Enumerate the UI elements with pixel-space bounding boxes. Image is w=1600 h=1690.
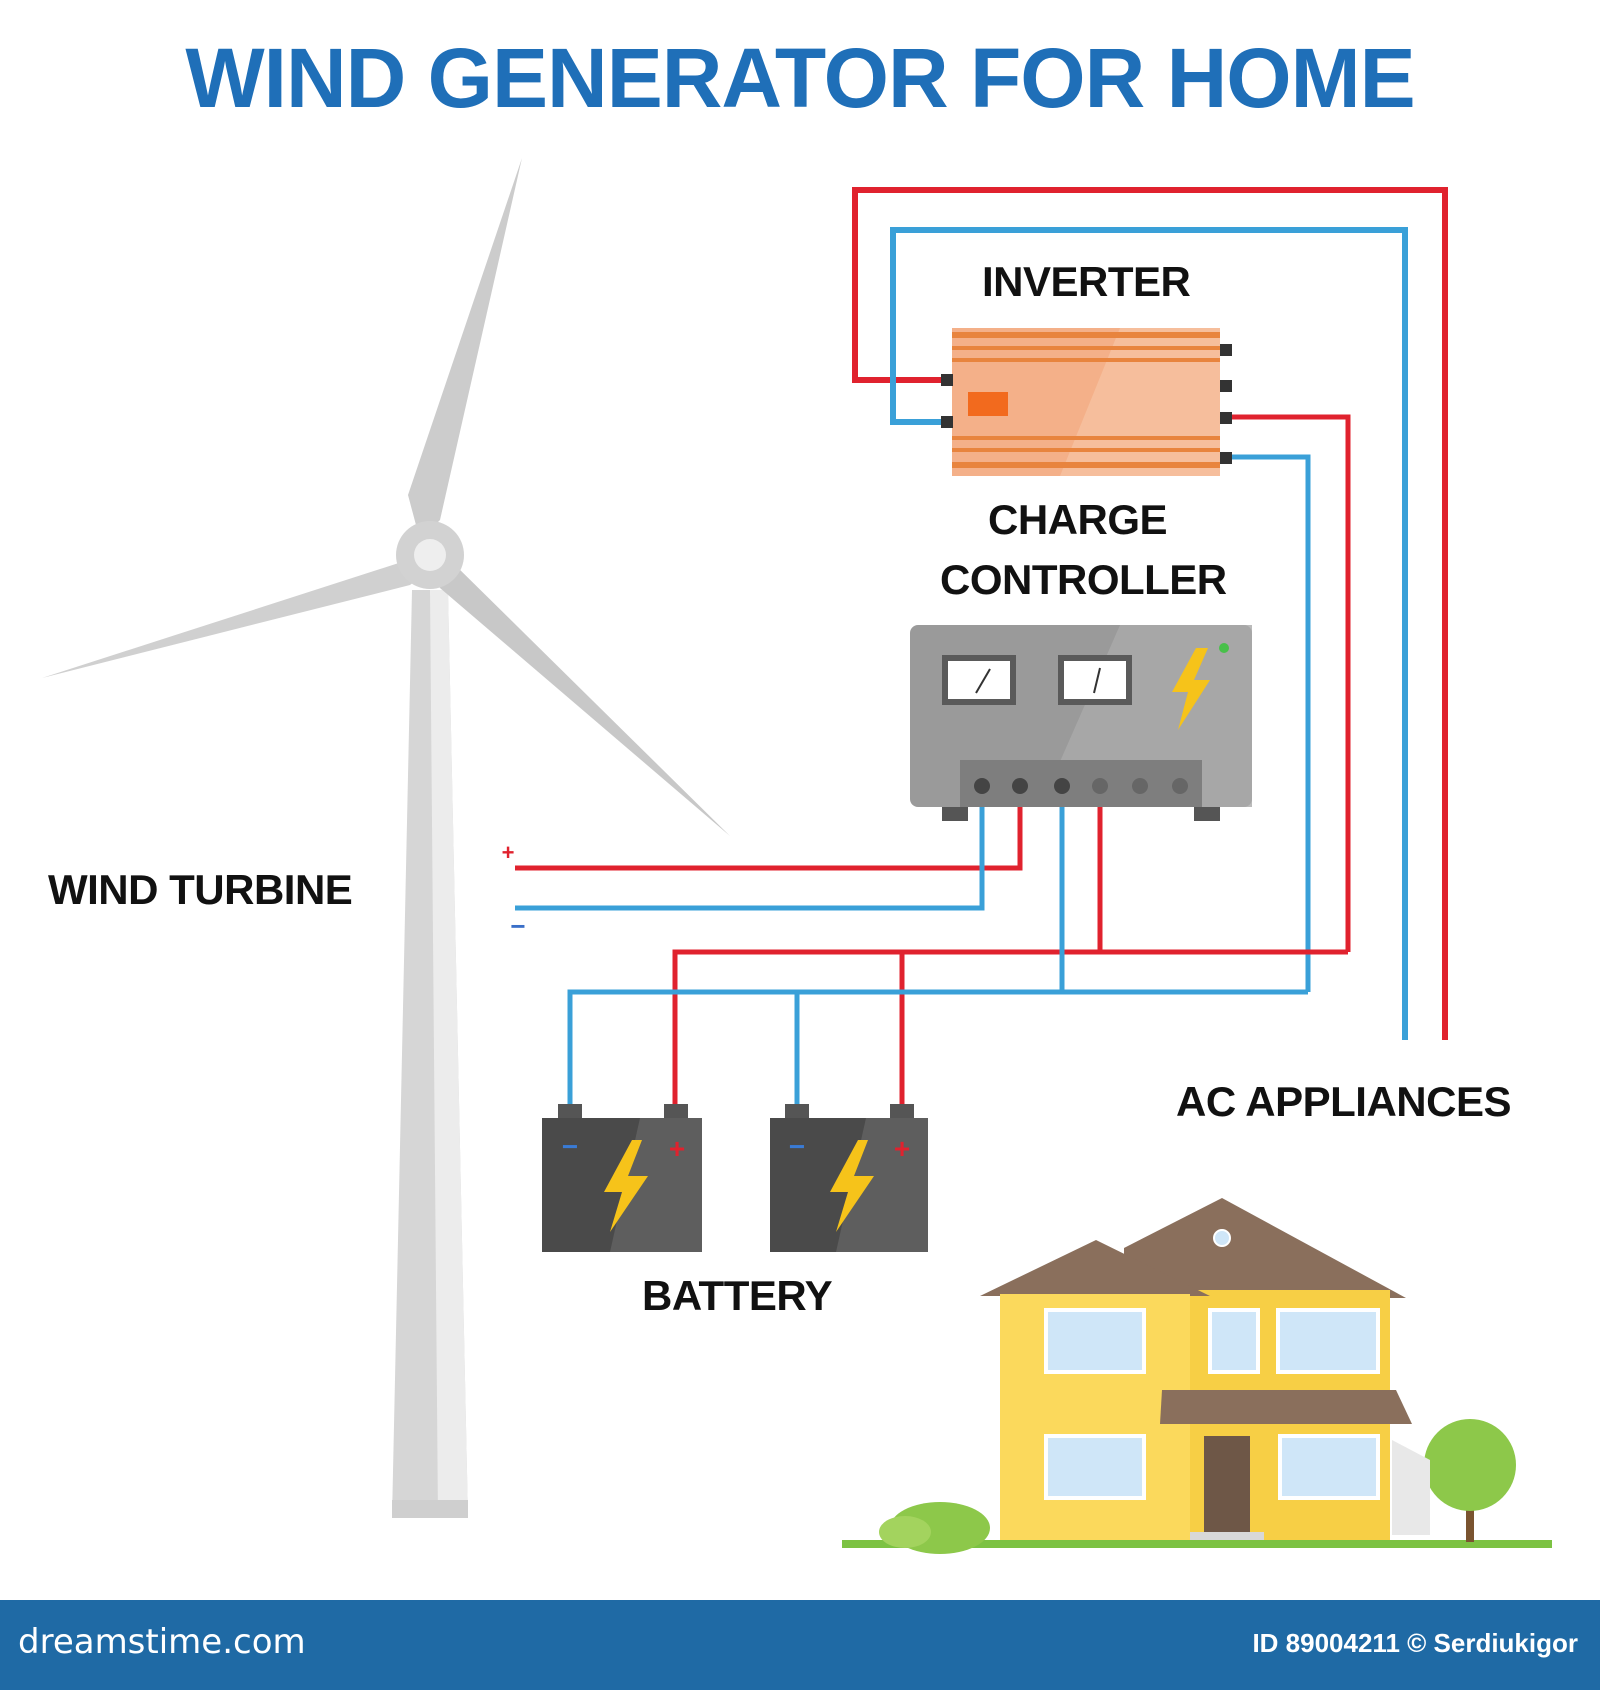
porch-roof — [1160, 1390, 1412, 1424]
inverter-stripe — [952, 346, 1220, 350]
turbine-minus-sign: − — [510, 911, 525, 941]
window-icon — [1044, 1434, 1146, 1500]
ac-negative-wire — [890, 227, 1408, 1040]
battery-bus-wires — [567, 790, 1348, 1110]
charge-controller — [910, 625, 1252, 821]
footer-bar: dreamstime.com ID 89004211 © Serdiukigor — [0, 1600, 1600, 1690]
turbine-tower-base — [392, 1500, 468, 1518]
inverter-terminal — [1220, 452, 1232, 464]
house-side-extension — [1392, 1440, 1430, 1535]
ground-line — [842, 1540, 1552, 1548]
battery-terminal-positive — [890, 1104, 914, 1120]
battery-lightning-icon — [830, 1140, 874, 1232]
battery-plus-sign: + — [894, 1133, 910, 1164]
house — [842, 1198, 1552, 1554]
turbine-blade-up — [408, 158, 522, 540]
battery-lightning-icon — [604, 1140, 648, 1232]
inverter-terminal — [941, 416, 953, 428]
battery-label: BATTERY — [642, 1272, 833, 1319]
bush-icon — [879, 1516, 931, 1548]
controller-meter-left-needle — [975, 668, 991, 694]
inverter-stripe — [952, 358, 1220, 362]
inverter-to-bus-wires — [1230, 414, 1351, 992]
turbine-positive-wire — [515, 790, 1023, 871]
door-icon — [1204, 1436, 1250, 1532]
window-icon — [1208, 1308, 1260, 1374]
controller-meter-right-face — [1064, 661, 1126, 699]
inverter-stripe — [952, 332, 1220, 338]
turbine-tower-highlight — [430, 590, 468, 1518]
inverter-terminal — [1220, 344, 1232, 356]
controller-terminal — [1172, 778, 1188, 794]
inverter-terminal — [1220, 380, 1232, 392]
turbine-negative-wire — [515, 790, 985, 911]
charge-controller-label-line1: CHARGE — [988, 496, 1168, 543]
battery-minus-sign: − — [789, 1131, 805, 1162]
diagram-canvas: + − — [42, 158, 1552, 1554]
controller-terminal — [1054, 778, 1070, 794]
footer-image-id: ID 89004211 © Serdiukigor — [1252, 1628, 1578, 1658]
charge-controller-label-line2: CONTROLLER — [940, 556, 1227, 603]
controller-terminal — [1012, 778, 1028, 794]
controller-terminal — [974, 778, 990, 794]
porch-step — [1190, 1532, 1264, 1540]
controller-meter-left-face — [948, 661, 1010, 699]
inverter-stripe — [952, 448, 1220, 452]
inverter-terminal — [1220, 412, 1232, 424]
turbine-blade-right — [432, 560, 730, 836]
controller-bottom-panel — [960, 760, 1202, 807]
controller-foot — [942, 807, 968, 821]
battery-minus-sign: − — [562, 1131, 578, 1162]
turbine-input-wires — [515, 790, 1023, 911]
battery-plus-sign: + — [669, 1133, 685, 1164]
controller-terminal — [1092, 778, 1108, 794]
window-icon — [1278, 1434, 1380, 1500]
window-icon — [1044, 1308, 1146, 1374]
house-attic-window — [1213, 1229, 1231, 1247]
inverter-stripe — [952, 462, 1220, 468]
inverter-negative-wire — [1230, 454, 1311, 992]
turbine-blade-left — [42, 560, 430, 678]
wind-turbine-label: WIND TURBINE — [48, 866, 353, 913]
window-icon — [1276, 1308, 1380, 1374]
ac-output-wires — [852, 187, 1448, 1040]
house-left-roof — [980, 1240, 1210, 1296]
battery-left: − + — [542, 1104, 702, 1252]
inverter — [941, 328, 1232, 476]
controller-foot — [1194, 807, 1220, 821]
battery-right: − + — [770, 1104, 928, 1252]
diagram-title: WIND GENERATOR FOR HOME — [185, 31, 1415, 125]
controller-meter-right-needle — [1093, 667, 1101, 694]
tree-icon — [1424, 1419, 1516, 1511]
inverter-terminal — [941, 374, 953, 386]
positive-bus-wire — [672, 949, 1348, 1110]
inverter-label: INVERTER — [982, 258, 1191, 305]
house-main-roof — [1124, 1198, 1406, 1298]
battery-terminal-negative — [785, 1104, 809, 1120]
controller-lightning-icon — [1172, 648, 1210, 730]
inverter-display — [968, 392, 1008, 416]
footer-site-link[interactable]: dreamstime.com — [18, 1622, 306, 1662]
inverter-positive-wire — [1230, 414, 1351, 952]
battery-terminal-positive — [664, 1104, 688, 1120]
turbine-hub-center — [414, 539, 446, 571]
turbine-plus-sign: + — [502, 840, 515, 865]
controller-status-led — [1219, 643, 1229, 653]
inverter-stripe — [952, 436, 1220, 440]
battery-terminal-negative — [558, 1104, 582, 1120]
ac-positive-wire — [852, 187, 1448, 1040]
wind-turbine — [42, 158, 730, 1518]
ac-appliances-label: AC APPLIANCES — [1176, 1078, 1511, 1125]
controller-terminal — [1132, 778, 1148, 794]
